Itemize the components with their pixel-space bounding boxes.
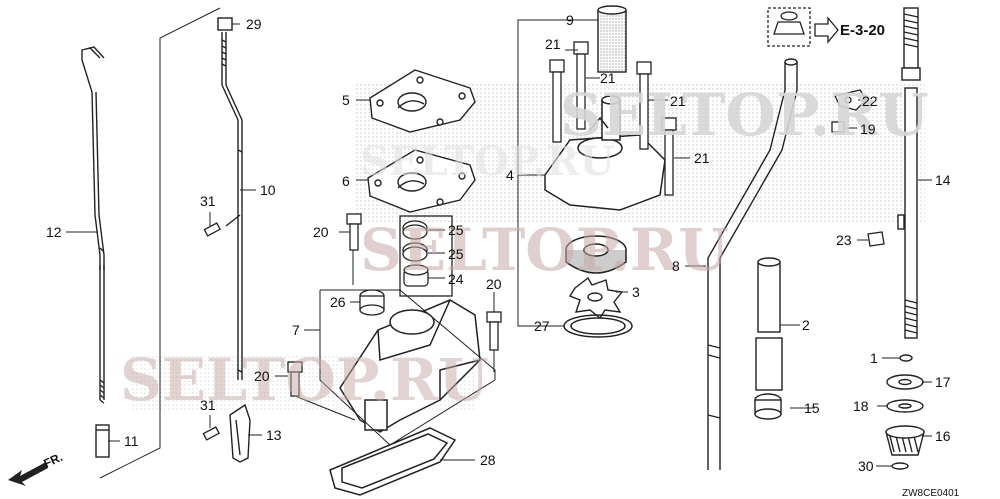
part-20-bolt-b bbox=[486, 311, 502, 351]
callout-28: 28 bbox=[480, 452, 496, 468]
ref-part-cap bbox=[767, 7, 839, 47]
callout-2: 2 bbox=[802, 317, 810, 333]
part-4-pump-case bbox=[544, 95, 666, 211]
callout-26: 26 bbox=[330, 294, 346, 310]
part-10-rod bbox=[217, 17, 243, 380]
callout-31: 31 bbox=[200, 193, 216, 209]
callout-17: 17 bbox=[935, 374, 951, 390]
callout-23: 23 bbox=[836, 232, 852, 248]
callout-27: 27 bbox=[534, 318, 550, 334]
callout-10: 10 bbox=[260, 182, 276, 198]
callout-20: 20 bbox=[313, 224, 329, 240]
part-28-gasket bbox=[329, 427, 457, 496]
part-15-grommet bbox=[754, 393, 782, 420]
part-3-impeller bbox=[568, 276, 624, 320]
callout-16: 16 bbox=[935, 428, 951, 444]
callout-25: 25 bbox=[448, 222, 464, 238]
part-27-ring bbox=[565, 235, 627, 274]
callout-19: 19 bbox=[860, 121, 876, 137]
callout-6: 6 bbox=[342, 173, 350, 189]
callout-22: 22 bbox=[862, 93, 878, 109]
leader-lines-right bbox=[685, 99, 932, 467]
part-7-bracket bbox=[319, 289, 496, 446]
callout-labels: 29 12 10 31 11 31 13 5 6 20 25 25 24 26 … bbox=[46, 12, 951, 474]
part-21-bolts bbox=[549, 41, 677, 196]
shaft-lower-parts bbox=[885, 354, 925, 470]
part-8-water-tube bbox=[707, 58, 798, 470]
callout-21: 21 bbox=[600, 70, 616, 86]
callout-5: 5 bbox=[342, 92, 350, 108]
part-26-cap bbox=[359, 289, 385, 316]
part-20-bolt-a bbox=[346, 213, 362, 251]
watermark-text: SELTOP.RU bbox=[360, 138, 614, 185]
part-14-shaft bbox=[897, 7, 921, 339]
leader-lines-mid bbox=[275, 19, 690, 461]
callout-18: 18 bbox=[853, 398, 869, 414]
drawing-id: ZW8CE0401 bbox=[902, 488, 960, 499]
callout-21: 21 bbox=[545, 36, 561, 52]
callout-25: 25 bbox=[448, 246, 464, 262]
callout-8: 8 bbox=[672, 258, 680, 274]
part-23-key bbox=[867, 231, 885, 247]
watermarks: SELTOP.RU SELTOP.RU SELTOP.RU SELTOP.RU bbox=[120, 81, 929, 414]
callout-15: 15 bbox=[804, 400, 820, 416]
part-19-bolt bbox=[831, 121, 845, 133]
callout-9: 9 bbox=[566, 12, 574, 28]
callout-11: 11 bbox=[124, 433, 139, 449]
front-arrow-icon bbox=[8, 462, 48, 486]
callout-3: 3 bbox=[632, 284, 640, 300]
watermark-text: SELTOP.RU bbox=[360, 216, 729, 284]
part-31-pins bbox=[202, 222, 221, 441]
callout-29: 29 bbox=[246, 16, 262, 32]
part-13-joint bbox=[229, 403, 251, 463]
callout-14: 14 bbox=[935, 172, 951, 188]
ref-code-label: E-3-20 bbox=[840, 22, 885, 39]
callout-4: 4 bbox=[506, 167, 514, 183]
callout-13: 13 bbox=[266, 427, 282, 443]
part-2-tube bbox=[755, 257, 783, 391]
part-6-plate bbox=[367, 149, 476, 213]
watermark-text: SELTOP.RU bbox=[560, 81, 929, 149]
callout-1: 1 bbox=[870, 350, 878, 366]
part-27-gasket bbox=[563, 314, 633, 338]
callout-7: 7 bbox=[292, 322, 300, 338]
callout-12: 12 bbox=[46, 224, 62, 240]
callout-20: 20 bbox=[254, 368, 270, 384]
part-22-clip bbox=[834, 89, 867, 111]
part-12-rod bbox=[81, 46, 110, 458]
callout-21: 21 bbox=[694, 150, 710, 166]
callout-21: 21 bbox=[670, 93, 686, 109]
callout-31: 31 bbox=[200, 397, 216, 413]
part-5-plate bbox=[369, 69, 476, 133]
seals-25-24 bbox=[399, 215, 453, 297]
callout-24: 24 bbox=[448, 271, 464, 287]
front-label: FR. bbox=[41, 450, 64, 471]
watermark-text: SELTOP.RU bbox=[120, 346, 489, 414]
part-9-tube bbox=[597, 5, 627, 73]
leader-lines-left bbox=[66, 7, 262, 479]
callout-20: 20 bbox=[486, 276, 502, 292]
callout-30: 30 bbox=[858, 458, 874, 474]
